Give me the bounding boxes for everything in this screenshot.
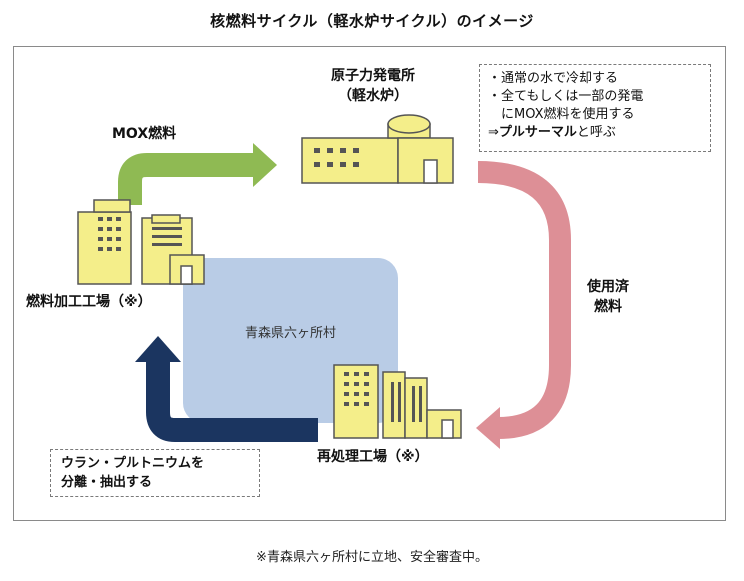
separation-line-1: ウラン・プルトニウムを — [61, 456, 205, 471]
spent-fuel-arrow — [476, 161, 571, 449]
note-arrow: ⇒ — [488, 125, 499, 140]
note-suffix: と呼ぶ — [576, 125, 616, 140]
recycle-arrow — [135, 336, 318, 442]
power-plant-label: 原子力発電所 （軽水炉） — [308, 66, 438, 106]
mox-arrow — [118, 143, 277, 205]
fuel-plant-building-icon — [77, 199, 205, 285]
separation-note: ウラン・プルトニウムを 分離・抽出する — [50, 449, 260, 497]
diagram-title: 核燃料サイクル（軽水炉サイクル）のイメージ — [210, 12, 534, 30]
note-line-3: にMOX燃料を使用する — [488, 107, 635, 122]
spent-fuel-line1: 使用済 — [587, 279, 629, 295]
separation-line-2: 分離・抽出する — [61, 475, 153, 490]
spent-fuel-line2: 燃料 — [594, 299, 622, 315]
pluthermal-note: ・通常の水で冷却する ・全てもしくは一部の発電 にMOX燃料を使用する ⇒プルサ… — [479, 64, 711, 152]
power-plant-name: 原子力発電所 — [331, 68, 415, 84]
note-line-4: ⇒プルサーマルと呼ぶ — [488, 124, 702, 142]
mox-fuel-label: MOX燃料 — [112, 126, 177, 142]
power-plant-building-icon — [301, 114, 454, 184]
fuel-plant-label: 燃料加工工場（※） — [26, 294, 152, 310]
spent-fuel-label: 使用済 燃料 — [578, 277, 638, 317]
footnote: ※青森県六ヶ所村に立地、安全審査中。 — [256, 550, 488, 565]
diagram-frame — [13, 46, 726, 521]
reprocessing-plant-label: 再処理工場（※） — [317, 449, 429, 465]
region-label: 青森県六ヶ所村 — [244, 326, 336, 341]
power-plant-type: （軽水炉） — [338, 88, 408, 104]
pluthermal-term: プルサーマル — [498, 125, 577, 140]
note-line-1: ・通常の水で冷却する — [488, 71, 619, 86]
reprocessing-building-icon — [333, 364, 462, 439]
note-line-2: ・全てもしくは一部の発電 — [488, 89, 644, 104]
